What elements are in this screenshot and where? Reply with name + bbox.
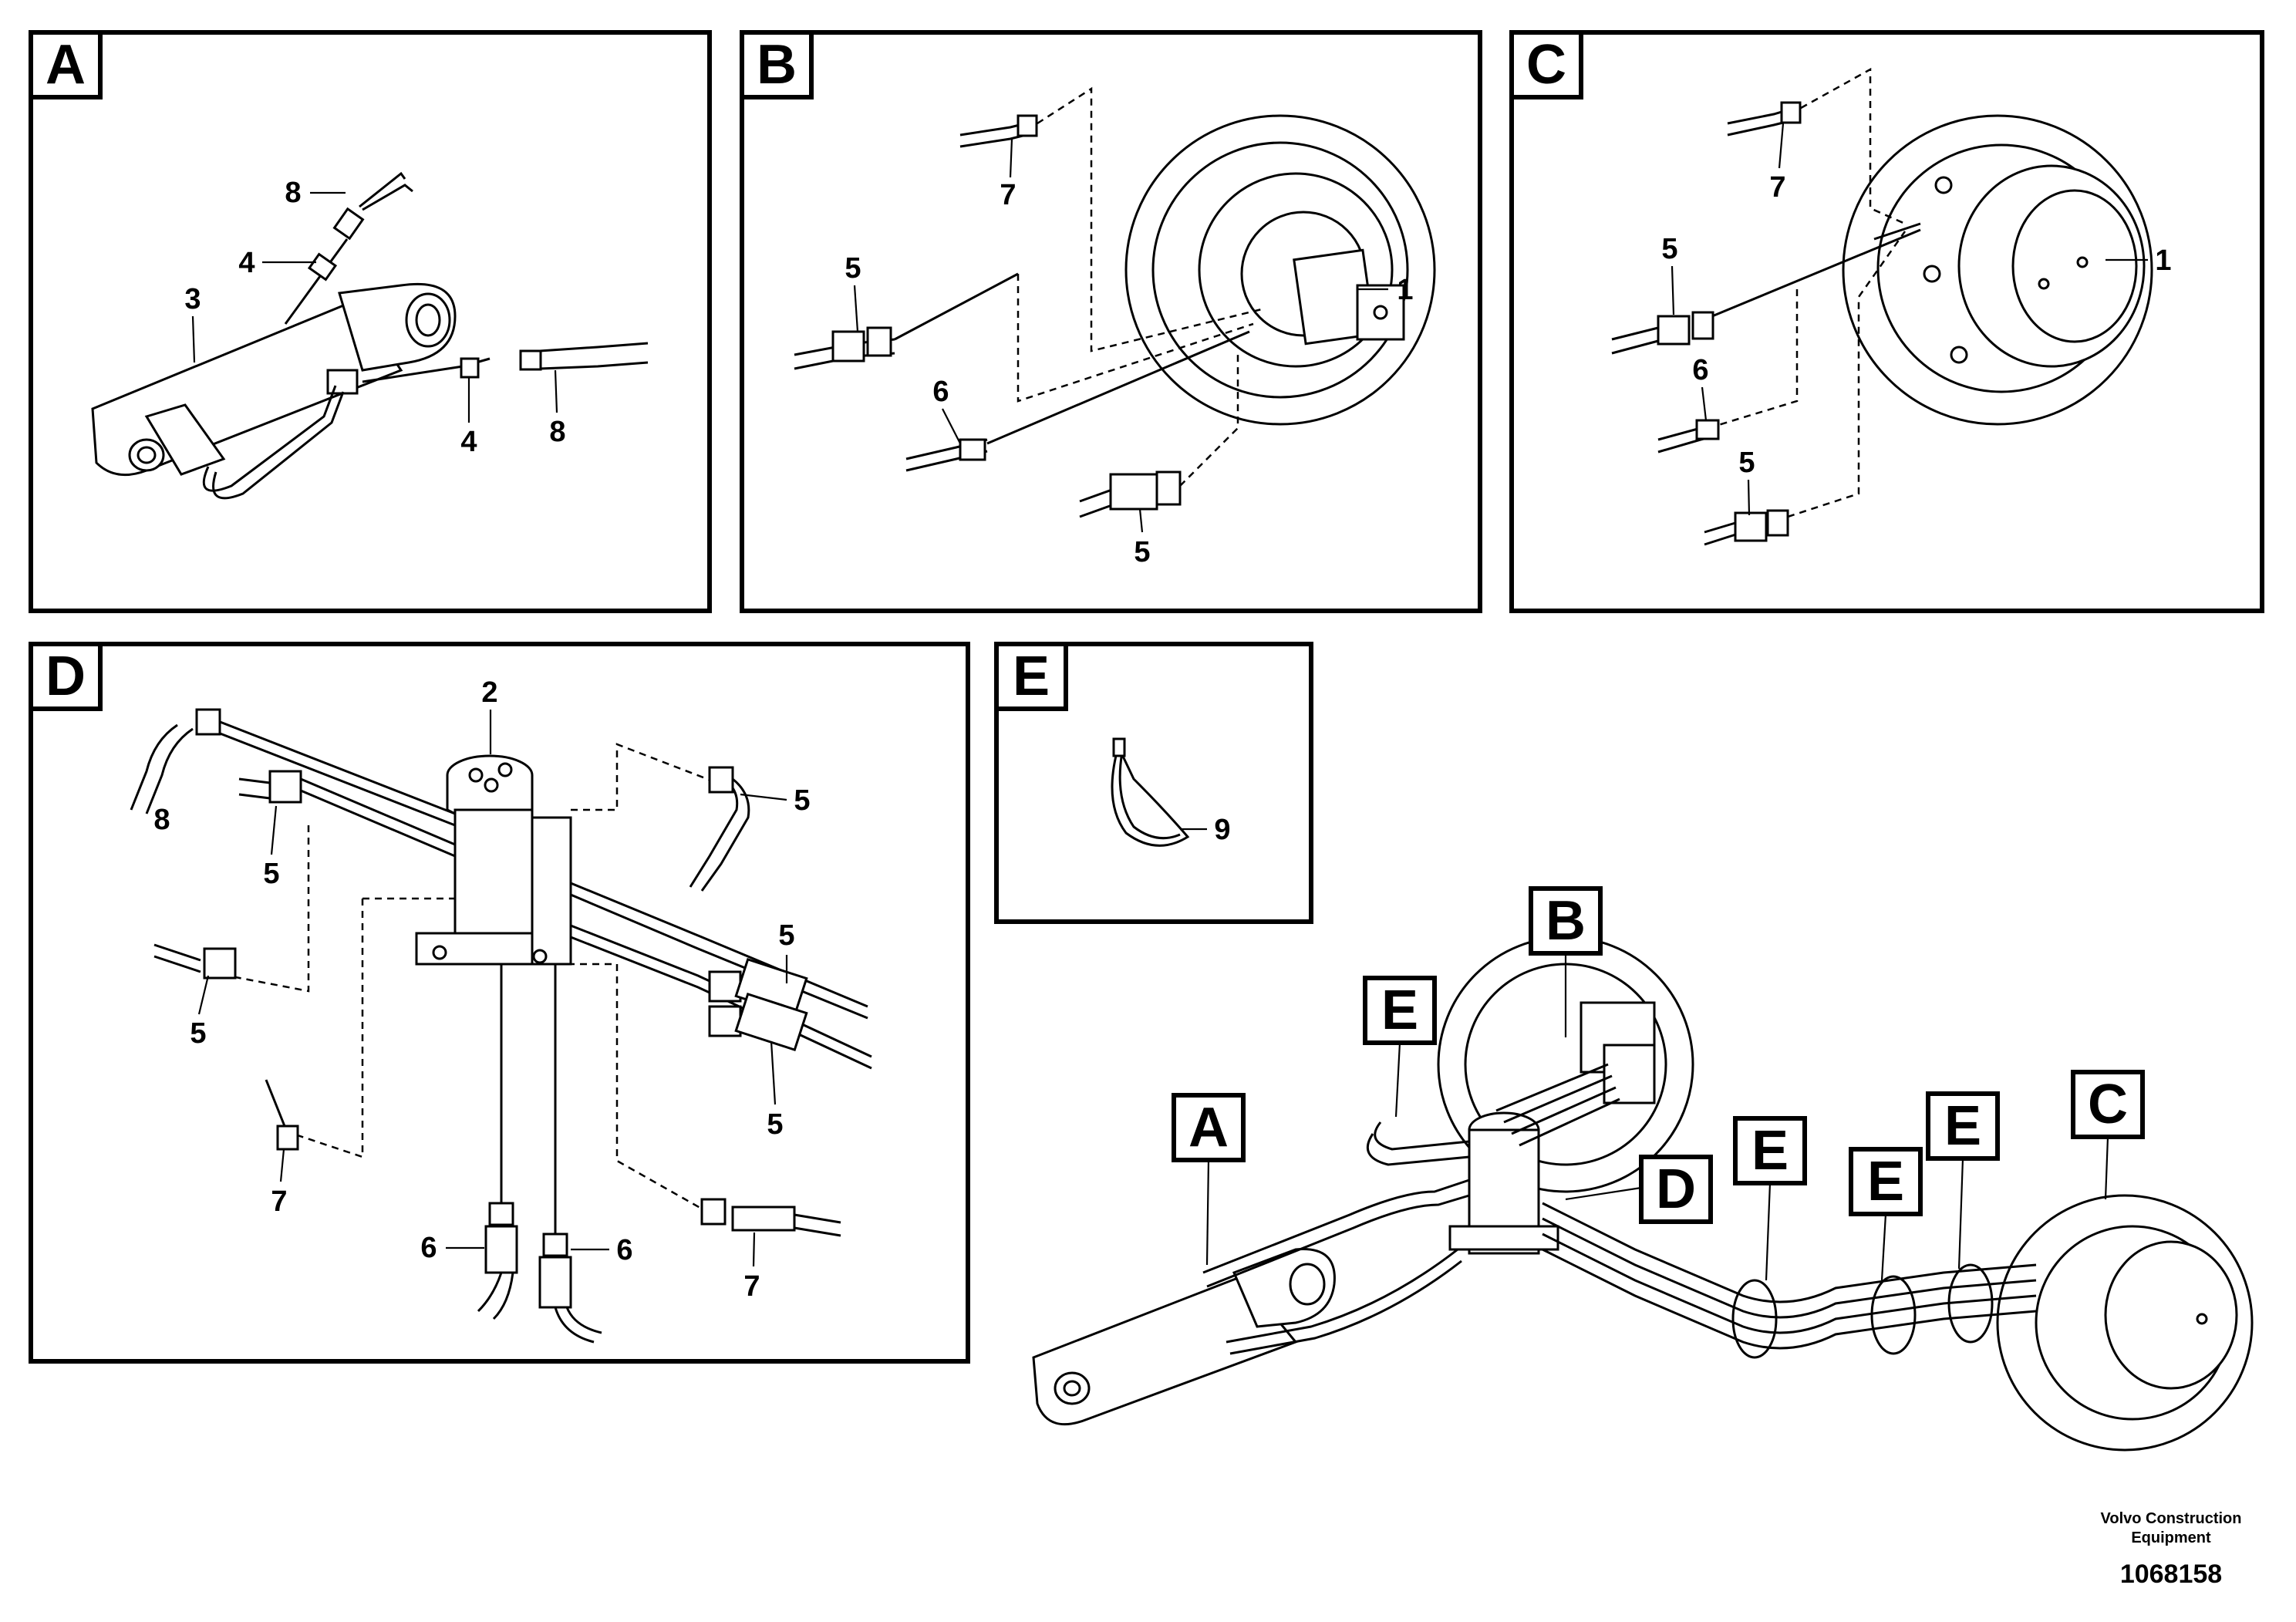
callout-b-5-top: 5 <box>845 252 861 285</box>
callout-b-5-bottom: 5 <box>1134 536 1150 568</box>
callout-d-8: 8 <box>153 804 170 836</box>
callout-d-5-upper-left: 5 <box>263 858 279 890</box>
panel-a: A 8 4 <box>29 30 712 613</box>
callout-a-4-bottom: 4 <box>460 426 477 458</box>
callout-e-9: 9 <box>1214 814 1230 846</box>
brand-line-2: Equipment <box>2131 1529 2211 1546</box>
callout-c-6: 6 <box>1692 354 1708 386</box>
panel-e-tag: E <box>1013 646 1050 707</box>
callout-d-5-lower-left: 5 <box>190 1017 206 1050</box>
panel-b-tag: B <box>757 34 797 96</box>
callout-c-1: 1 <box>2155 244 2171 277</box>
cable-tie <box>1111 737 1190 847</box>
panel-d: D <box>29 642 970 1364</box>
hoses-c <box>1611 67 1921 546</box>
drawing-number: 1068158 <box>2120 1560 2222 1589</box>
overview-tag-e4: E <box>1944 1095 1981 1157</box>
overview-tag-e1: E <box>1381 980 1418 1041</box>
panel-c-tag: C <box>1526 34 1566 96</box>
boom-cylinder <box>91 238 491 500</box>
callout-b-1: 1 <box>1397 274 1413 306</box>
panel-c: C <box>1509 30 2264 613</box>
overview-tag-e3: E <box>1867 1151 1904 1212</box>
callouts-a: 8 4 3 4 8 <box>184 177 565 458</box>
callouts-d: 2 8 5 5 5 5 5 7 6 6 7 <box>153 676 810 1303</box>
callout-c-5-bottom: 5 <box>1738 447 1755 479</box>
overview-hoses <box>1202 1063 2037 1359</box>
callout-d-6-right: 6 <box>616 1234 632 1266</box>
panel-d-tag: D <box>46 646 86 707</box>
callout-d-7-left: 7 <box>271 1185 287 1218</box>
callout-b-7: 7 <box>1000 179 1016 211</box>
overview-tag-d: D <box>1656 1158 1696 1220</box>
fittings-a <box>307 171 649 379</box>
callout-b-6: 6 <box>932 376 949 408</box>
panel-e: E 9 <box>994 642 1313 924</box>
overview-callouts: B E A D E E E C <box>1172 886 2145 1281</box>
hoses-b <box>794 86 1266 518</box>
callout-a-3: 3 <box>184 283 201 315</box>
distribution-block <box>415 754 572 966</box>
panel-a-tag: A <box>46 34 86 96</box>
overview-motor-lower <box>1996 1194 2254 1452</box>
panel-b: B <box>740 30 1482 613</box>
footer: Volvo Construction Equipment 1068158 <box>2101 1510 2242 1589</box>
overview-tag-a: A <box>1188 1097 1229 1158</box>
overview-assembly: B E A D E E E C <box>1032 886 2254 1452</box>
callout-d-5-upper-right: 5 <box>794 784 810 817</box>
overview-tag-c: C <box>2088 1074 2128 1135</box>
overview-distribution <box>1448 1111 1559 1255</box>
travel-motor-b <box>1124 114 1436 426</box>
callout-d-7-right: 7 <box>743 1270 760 1303</box>
callout-a-8-top: 8 <box>285 177 301 209</box>
overview-cylinder <box>1032 1248 1336 1426</box>
callout-d-6-left: 6 <box>420 1232 437 1264</box>
callouts-b: 7 5 6 1 5 <box>845 138 1414 568</box>
callout-c-5-top: 5 <box>1661 233 1677 265</box>
callout-d-5-lower-right: 5 <box>767 1108 783 1141</box>
callout-d-5-mid-right: 5 <box>778 919 794 952</box>
callout-a-4-top: 4 <box>238 247 255 279</box>
overview-tag-b: B <box>1546 890 1586 952</box>
travel-motor-c <box>1842 114 2153 426</box>
callout-c-7: 7 <box>1769 171 1785 204</box>
callout-a-8-bottom: 8 <box>549 416 565 448</box>
brand-line-1: Volvo Construction <box>2101 1510 2242 1527</box>
callouts-c: 7 5 6 1 5 <box>1661 123 2172 516</box>
callout-d-2: 2 <box>481 676 497 709</box>
overview-tag-e2: E <box>1752 1120 1789 1182</box>
hoses-d <box>130 708 872 1344</box>
